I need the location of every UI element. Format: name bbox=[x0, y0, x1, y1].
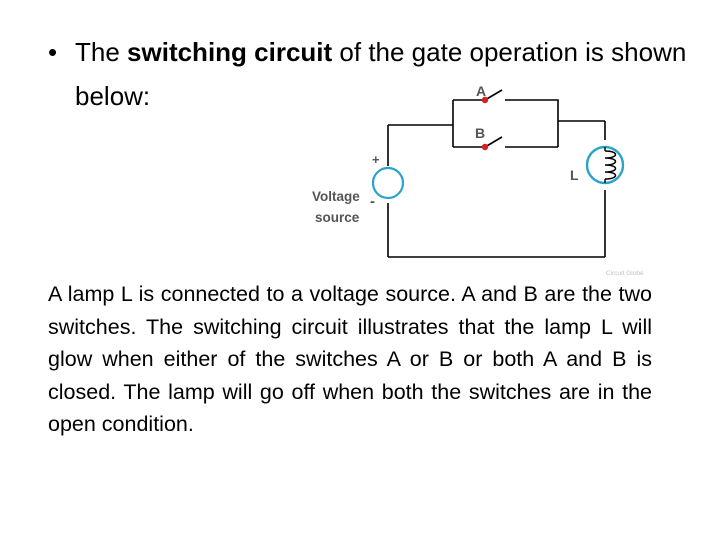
plus-sign: + bbox=[372, 152, 380, 167]
lamp-label: L bbox=[570, 167, 579, 183]
heading-bold-term: switching circuit bbox=[127, 37, 333, 67]
lamp bbox=[585, 145, 625, 185]
watermark: Circuit Globe bbox=[606, 270, 644, 277]
switch-a-label: A bbox=[476, 83, 486, 99]
heading-text-end: of the gate operation is shown below: bbox=[75, 37, 687, 111]
switch-b-label: B bbox=[475, 125, 485, 141]
circuit-wires bbox=[387, 99, 606, 258]
voltage-source-label-line2: source bbox=[315, 210, 360, 225]
voltage-source-label-line1: Voltage bbox=[312, 189, 360, 204]
switch-b bbox=[481, 136, 503, 151]
bullet-text: The switching circuit of the gate operat… bbox=[75, 30, 695, 118]
description-paragraph: A lamp L is connected to a voltage sourc… bbox=[48, 282, 652, 436]
heading-text-start: The bbox=[75, 37, 128, 67]
voltage-source bbox=[371, 166, 405, 200]
switch-a bbox=[481, 89, 503, 104]
switching-circuit-diagram: A B + - Voltage source L Circuit Globe bbox=[312, 83, 644, 277]
minus-sign: - bbox=[370, 193, 375, 210]
bullet-symbol: • bbox=[48, 37, 58, 67]
